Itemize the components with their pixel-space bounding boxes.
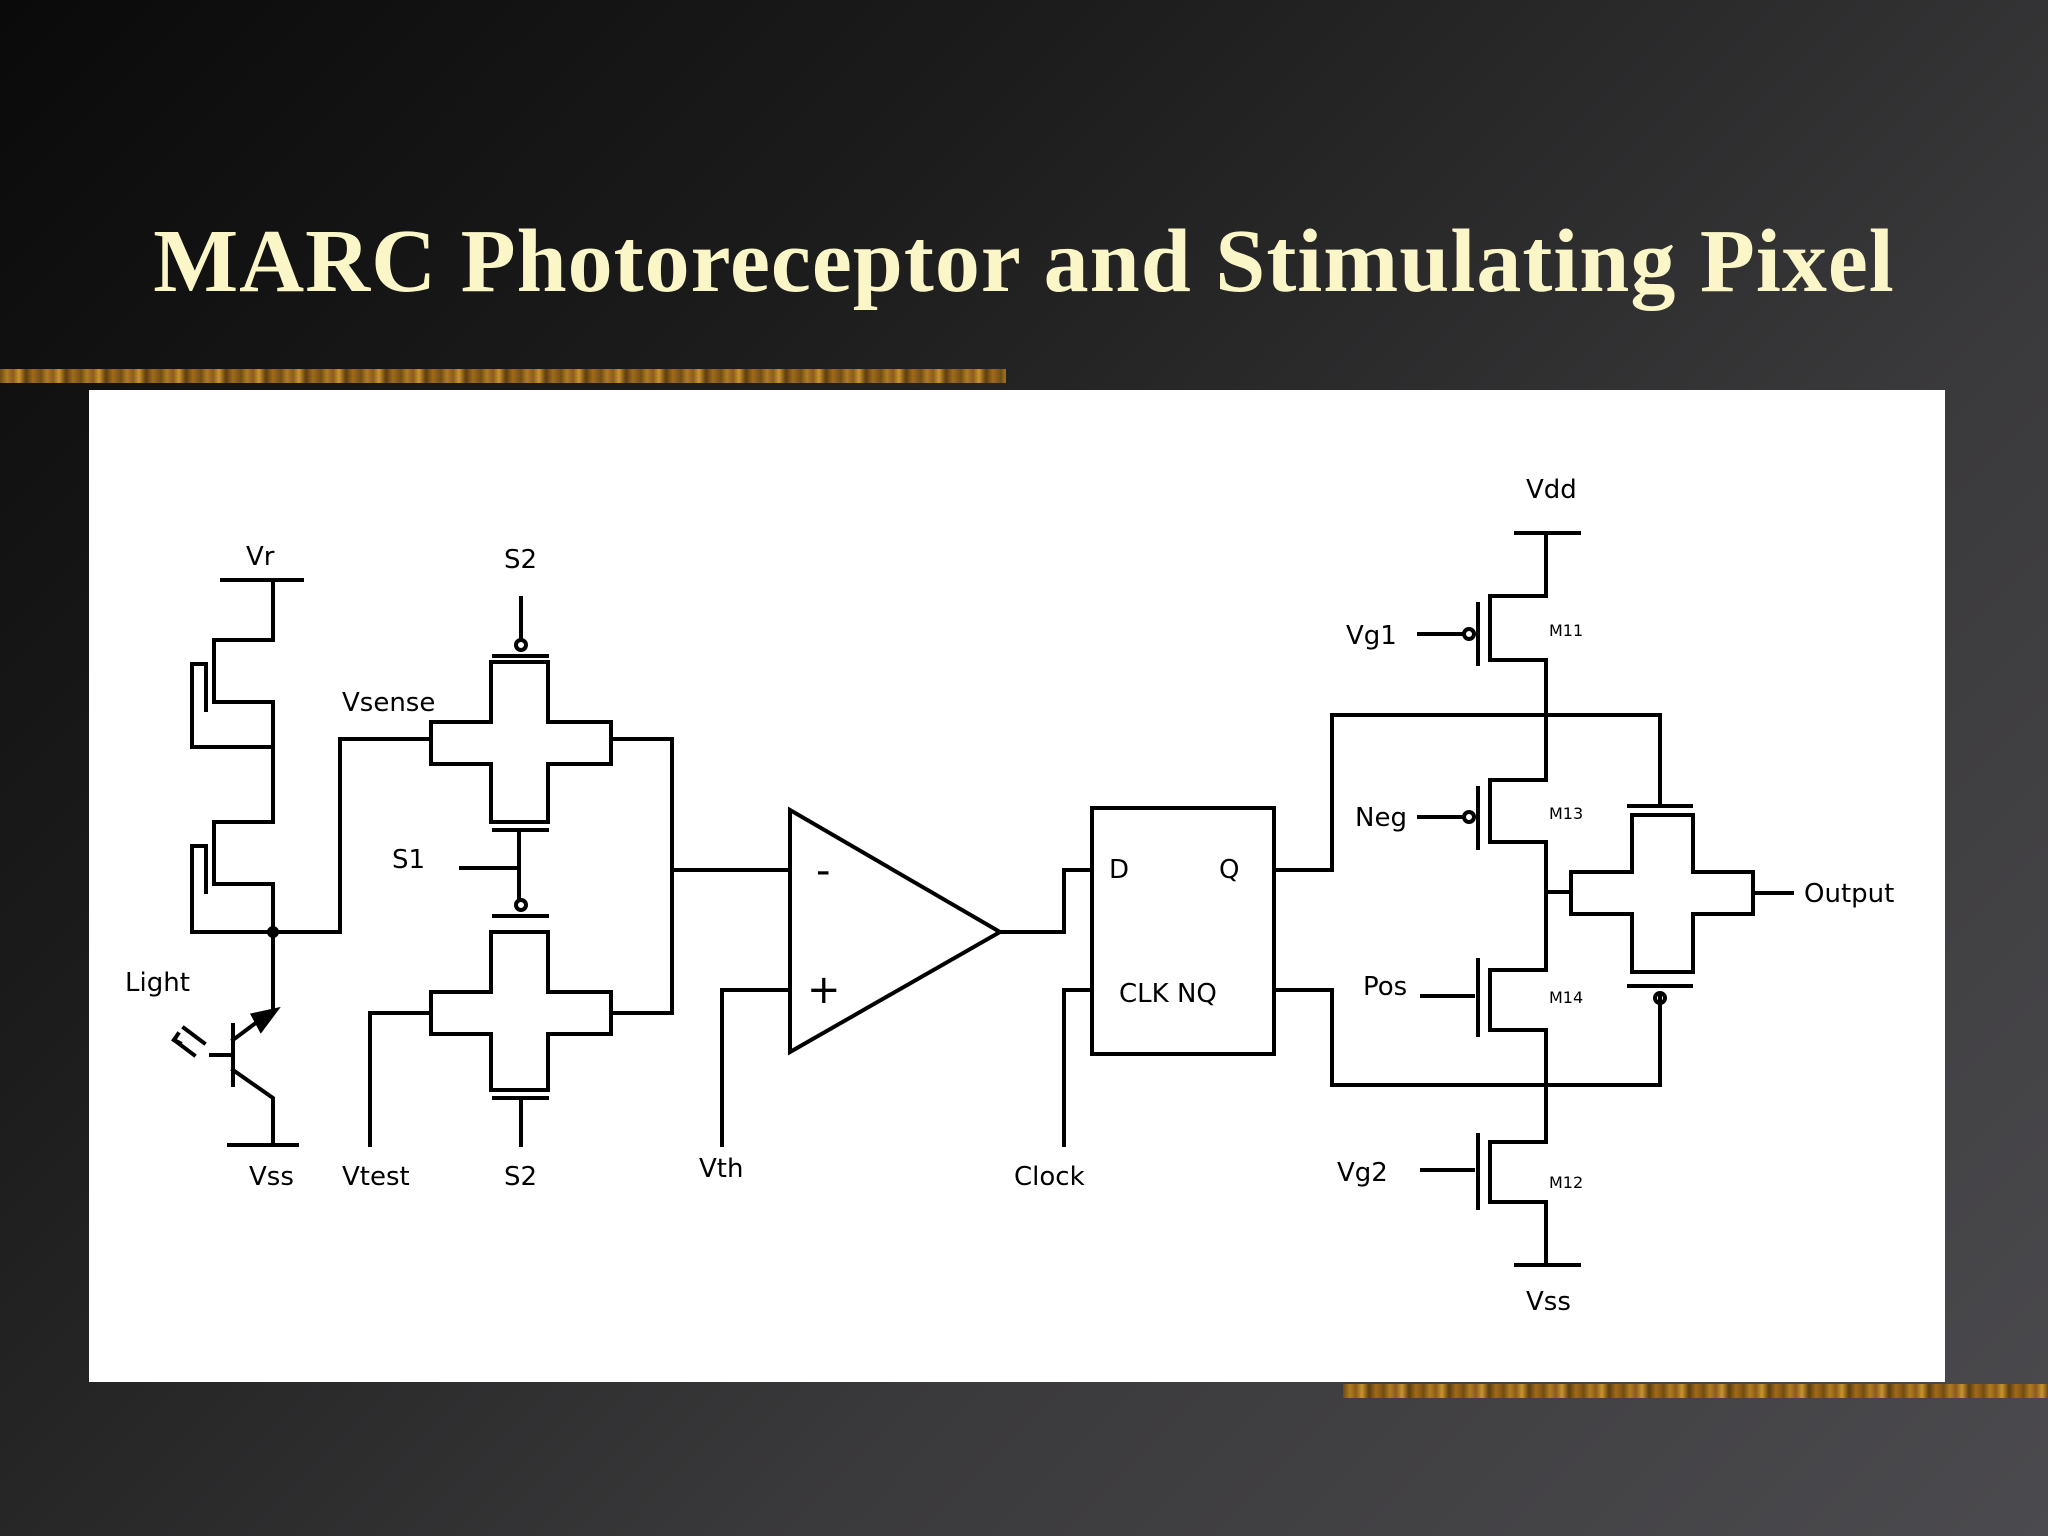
transistor-m11 — [1417, 594, 1548, 704]
circuit-diagram-panel: Vr S2 Vsense S1 Light Vss Vtest S2 Vth D… — [89, 390, 1945, 1382]
label-s2-bottom: S2 — [504, 1162, 537, 1192]
label-m11: M11 — [1549, 621, 1583, 640]
label-vtest: Vtest — [342, 1162, 410, 1192]
vr-supply — [220, 578, 304, 642]
label-light: Light — [125, 968, 190, 998]
transistor-m14 — [1420, 958, 1548, 1092]
label-vg2: Vg2 — [1337, 1158, 1388, 1188]
label-vss-right: Vss — [1526, 1287, 1571, 1317]
label-pos: Pos — [1363, 972, 1407, 1002]
comparator — [670, 806, 1094, 1147]
output-node — [1544, 888, 1573, 972]
label-plus: + — [807, 967, 841, 1013]
label-q: Q — [1219, 855, 1239, 885]
pmos-reset-top — [190, 638, 275, 749]
decorative-bar-top — [0, 369, 1006, 383]
label-output: Output — [1804, 879, 1894, 909]
transistor-m13 — [1417, 700, 1548, 892]
sense-node-wiring — [271, 737, 433, 1012]
label-m12: M12 — [1549, 1173, 1583, 1192]
label-m14: M14 — [1549, 988, 1583, 1007]
vdd-rail — [1514, 531, 1581, 598]
label-vdd: Vdd — [1526, 475, 1577, 505]
transistor-m12 — [1420, 1088, 1548, 1267]
label-clock: Clock — [1014, 1162, 1085, 1192]
label-vss-left: Vss — [249, 1162, 294, 1192]
transmission-gate-top — [429, 596, 674, 892]
output-transmission-gate — [1569, 804, 1794, 988]
pmos-reset-bottom — [190, 745, 275, 934]
label-m13: M13 — [1549, 804, 1583, 823]
label-vr: Vr — [246, 542, 275, 572]
label-s2-top: S2 — [504, 545, 537, 575]
label-minus: - — [816, 848, 830, 894]
circuit-schematic: Vr S2 Vsense S1 Light Vss Vtest S2 Vth D… — [125, 475, 1894, 1317]
label-vg1: Vg1 — [1346, 621, 1397, 651]
d-flip-flop — [1062, 713, 1662, 1147]
label-vsense: Vsense — [342, 688, 435, 718]
label-d: D — [1109, 855, 1129, 885]
label-clk-nq: CLK NQ — [1119, 979, 1217, 1009]
label-s1: S1 — [392, 845, 425, 875]
transmission-gate-bottom — [368, 868, 674, 1147]
sense-node-dot — [267, 926, 279, 938]
decorative-bar-bottom — [1343, 1384, 2048, 1398]
label-neg: Neg — [1355, 803, 1407, 833]
light-arrows — [171, 1025, 207, 1058]
slide-title: MARC Photoreceptor and Stimulating Pixel — [153, 212, 1895, 311]
output-tg-bubble — [1653, 991, 1667, 1005]
phototransistor — [209, 1006, 299, 1147]
label-vth: Vth — [699, 1154, 743, 1184]
switch-s1 — [459, 828, 528, 912]
